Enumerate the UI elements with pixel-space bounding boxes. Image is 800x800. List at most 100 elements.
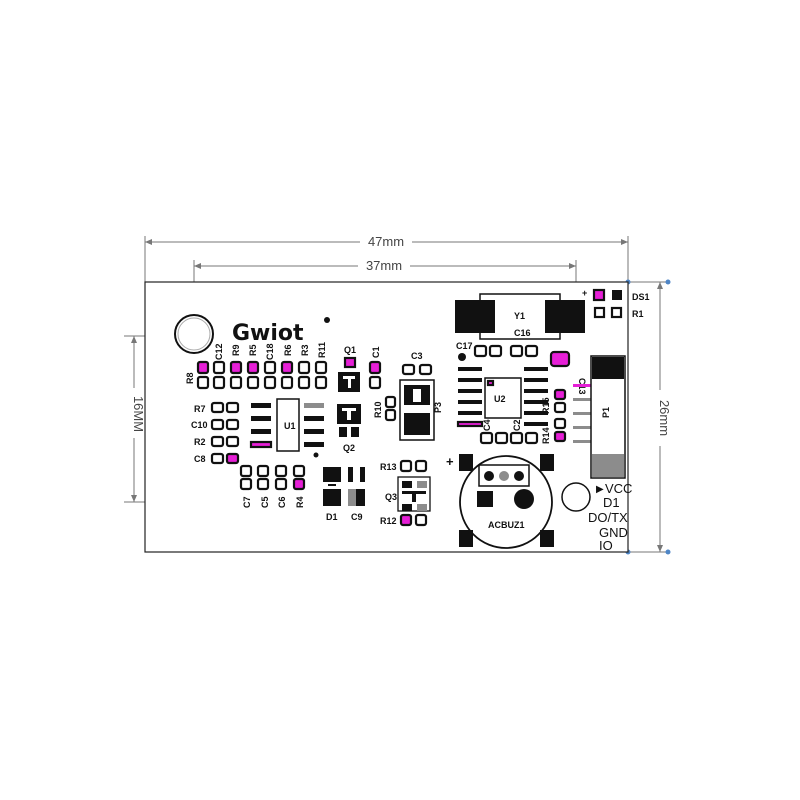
q1-mark bbox=[348, 379, 351, 388]
pad bbox=[225, 452, 240, 465]
pad bbox=[297, 360, 311, 375]
pad bbox=[274, 464, 288, 478]
p1-pin bbox=[573, 384, 591, 387]
y1-pad bbox=[545, 300, 585, 333]
label-c9: C9 bbox=[351, 512, 363, 522]
corner-dot bbox=[665, 279, 671, 285]
pad bbox=[417, 481, 427, 488]
label-c18: C18 bbox=[265, 343, 275, 360]
p1-pin bbox=[573, 426, 591, 429]
pad bbox=[612, 290, 622, 300]
buzzer-pad bbox=[459, 454, 473, 471]
label-c12: C12 bbox=[214, 343, 224, 360]
brand-logo: Gwiot bbox=[232, 321, 304, 346]
acbuz1-buzzer bbox=[459, 454, 554, 549]
pad bbox=[399, 459, 413, 473]
pad bbox=[274, 477, 288, 491]
p1-pin bbox=[573, 398, 591, 401]
arrow-bottom-26 bbox=[657, 545, 663, 552]
label-c5: C5 bbox=[260, 496, 270, 508]
pin-label-gnd: GND bbox=[599, 525, 628, 540]
pad bbox=[297, 375, 311, 390]
u2-pin bbox=[458, 378, 482, 382]
pad bbox=[418, 363, 433, 376]
pad bbox=[610, 306, 623, 319]
label-q2: Q2 bbox=[343, 443, 355, 453]
pad bbox=[314, 360, 328, 375]
pad bbox=[368, 360, 382, 375]
pad bbox=[549, 350, 571, 368]
u2-chip bbox=[456, 367, 548, 428]
p1-bottom-block bbox=[592, 454, 624, 477]
label-c2: C2 bbox=[512, 419, 522, 431]
arrow-right-47 bbox=[621, 239, 628, 245]
u1-pin bbox=[304, 403, 324, 408]
u2-pin bbox=[524, 389, 548, 393]
label-r8: R8 bbox=[185, 372, 195, 384]
pad bbox=[256, 464, 270, 478]
corner-dot bbox=[665, 549, 671, 555]
label-r6: R6 bbox=[283, 344, 293, 356]
pad bbox=[414, 513, 428, 527]
pin-label-io: IO bbox=[599, 538, 613, 553]
pad bbox=[210, 435, 225, 448]
u2-pin bbox=[458, 400, 482, 404]
label-r2: R2 bbox=[194, 437, 206, 447]
buzzer-pad bbox=[540, 530, 554, 547]
p1-pin bbox=[573, 440, 591, 443]
label-u2: U2 bbox=[494, 394, 506, 404]
pad bbox=[553, 401, 567, 414]
pad bbox=[553, 417, 567, 430]
logo-registered-mark bbox=[324, 317, 330, 323]
label-r7: R7 bbox=[194, 404, 206, 414]
dim-26-label: 26mm bbox=[657, 400, 672, 436]
u2-pin bbox=[458, 411, 482, 415]
pad bbox=[368, 375, 382, 390]
pad bbox=[384, 408, 397, 422]
pad bbox=[473, 344, 488, 358]
label-r5: R5 bbox=[248, 344, 258, 356]
label-r13: R13 bbox=[380, 462, 397, 472]
pad bbox=[414, 459, 428, 473]
q2-mark bbox=[342, 408, 356, 411]
pin-marker: ▶ bbox=[596, 484, 604, 495]
dim-37-label: 37mm bbox=[366, 258, 402, 273]
pad bbox=[280, 360, 294, 375]
label-r11: R11 bbox=[317, 342, 327, 358]
label-ds1: DS1 bbox=[632, 292, 650, 302]
label-c16: C16 bbox=[514, 328, 531, 338]
p1-top-block bbox=[592, 357, 624, 379]
pad bbox=[343, 356, 357, 369]
top-row-passives bbox=[196, 360, 328, 390]
pad bbox=[509, 431, 524, 445]
u2-pin bbox=[524, 400, 548, 404]
pad-hole bbox=[413, 389, 421, 402]
u2-marker bbox=[486, 379, 495, 387]
label-c6: C6 bbox=[277, 496, 287, 508]
pad bbox=[553, 430, 567, 443]
arrow-left-37 bbox=[194, 263, 201, 269]
left-passives bbox=[210, 401, 240, 465]
label-c4: C4 bbox=[482, 419, 492, 431]
pad bbox=[212, 375, 226, 390]
pad bbox=[323, 489, 341, 506]
pad bbox=[399, 513, 413, 527]
pad bbox=[225, 418, 240, 431]
pad bbox=[479, 431, 494, 445]
pad bbox=[351, 427, 359, 437]
label-p1: P1 bbox=[601, 407, 611, 418]
pad bbox=[494, 431, 509, 445]
pad bbox=[417, 504, 427, 511]
p3-connector bbox=[399, 379, 435, 441]
p1-connector bbox=[573, 355, 626, 479]
pad bbox=[402, 504, 412, 511]
pad bbox=[229, 375, 243, 390]
label-r1: R1 bbox=[632, 309, 644, 319]
dim-47-label: 47mm bbox=[368, 234, 404, 249]
pad bbox=[401, 363, 416, 376]
pad bbox=[263, 360, 277, 375]
label-c1: C1 bbox=[371, 346, 381, 358]
pin-label-d1: D1 bbox=[603, 495, 620, 510]
q2-transistor bbox=[337, 404, 361, 437]
mounting-hole-right bbox=[561, 482, 591, 512]
